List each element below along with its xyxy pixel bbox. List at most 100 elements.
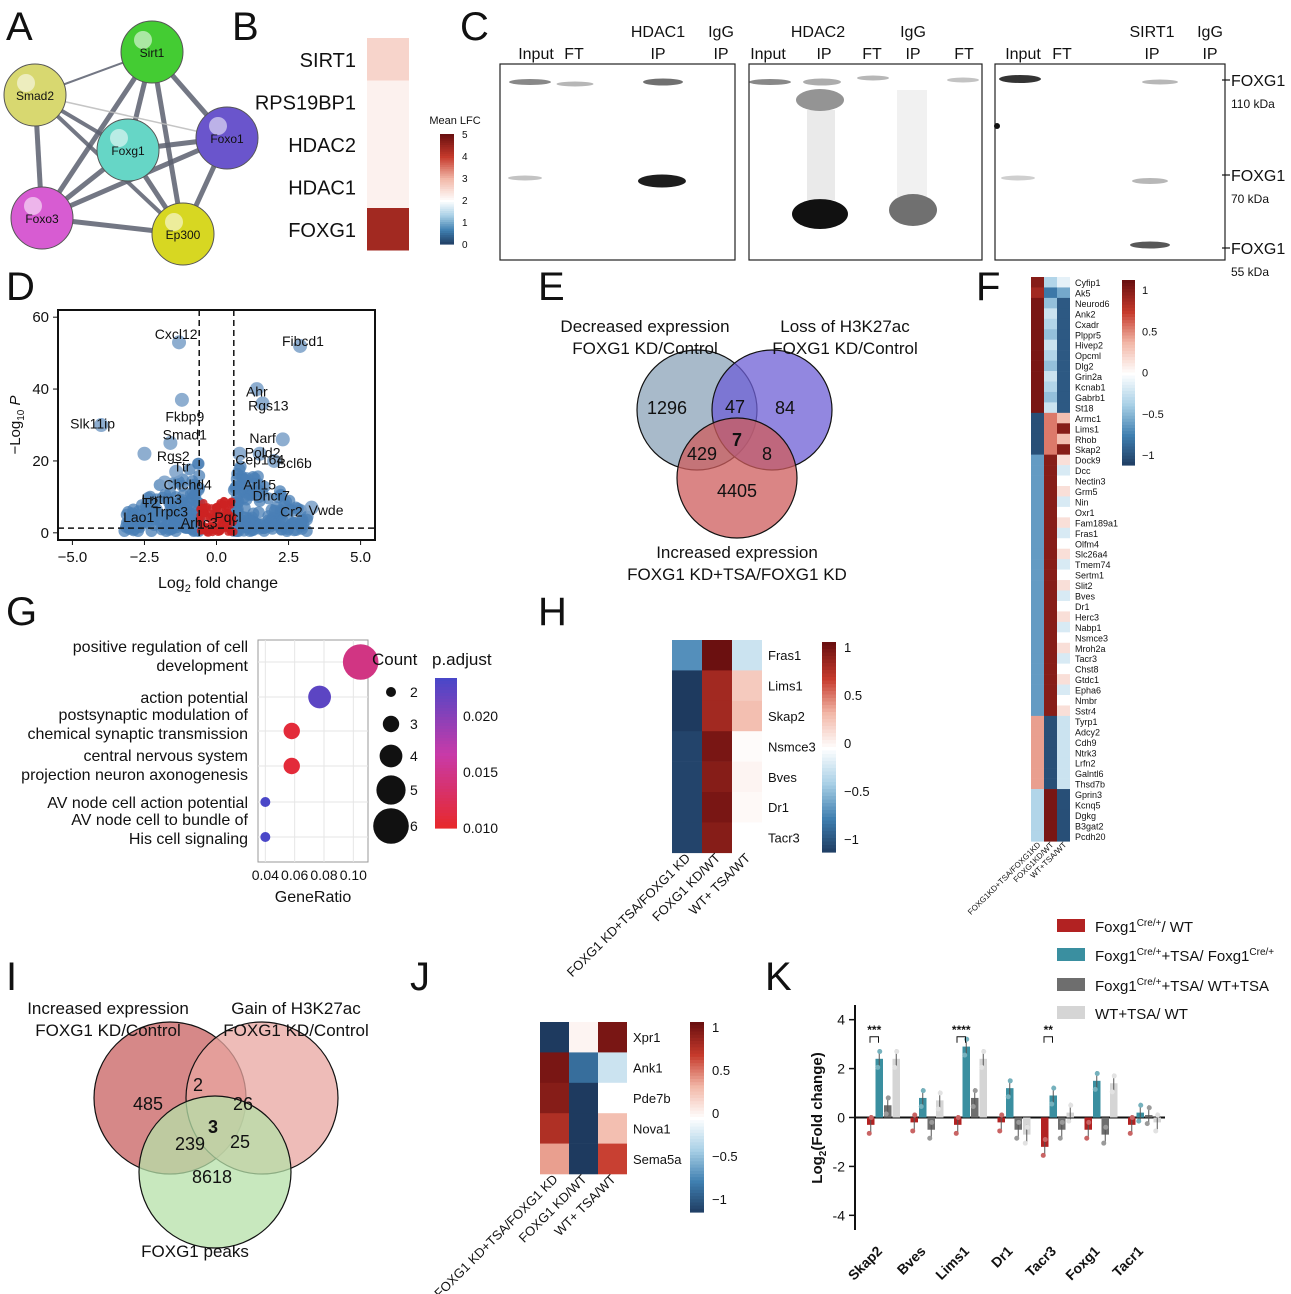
x-tick-label: 0.04 (252, 867, 279, 883)
legend-gradient (1122, 350, 1135, 355)
volcano-point (169, 491, 182, 504)
legend-gradient (1122, 280, 1135, 284)
heat-cell (1057, 820, 1070, 832)
data-point (1111, 1073, 1117, 1079)
heat-row-label: Dlg2 (1075, 362, 1094, 372)
legend-gradient (822, 708, 836, 713)
data-point (1014, 1135, 1020, 1141)
gene-label: Cep164 (235, 452, 284, 468)
heat-row-label: Nabp1 (1075, 623, 1102, 633)
volcano-point-red (214, 517, 223, 526)
volcano-point (280, 525, 293, 538)
heat-cell (598, 1113, 627, 1144)
gene-label: Vwde (308, 502, 343, 518)
legend-gradient (822, 768, 836, 773)
legend-tick: 0 (712, 1106, 719, 1121)
y-tick-label: 2 (837, 1061, 845, 1077)
legend-gradient (690, 1091, 704, 1096)
legend-gradient (435, 786, 457, 790)
legend-gradient (1122, 286, 1135, 290)
heat-row-label: Gprin3 (1075, 790, 1102, 800)
legend-label-rest: / WT (1161, 919, 1193, 936)
heat-cell (702, 700, 732, 732)
legend-gradient (435, 792, 457, 796)
legend-gradient (435, 789, 457, 793)
gene-label: Dhcr7 (253, 487, 291, 503)
heat-cell (1031, 412, 1044, 424)
term-label: projection neuron axonogenesis (21, 767, 248, 784)
blot-label: IgG (1197, 24, 1223, 41)
heat-cell (1031, 371, 1044, 382)
blot-band (889, 194, 937, 226)
gene-label: Cxcl12 (155, 326, 198, 342)
legend-gradient (822, 736, 836, 741)
y-tick-label: -2 (833, 1158, 846, 1174)
heat-cell (1031, 768, 1044, 779)
size-legend-dot (382, 715, 400, 733)
legend-gradient (440, 145, 454, 148)
legend-label: Foxg1Cre/+/ WT (1095, 918, 1193, 936)
venn-set-label: FOXG1 KD/Control (223, 1021, 369, 1040)
heat-cell (540, 1052, 569, 1084)
heat-cell (1044, 768, 1057, 779)
gene-label: Ahr (246, 383, 268, 399)
data-point (866, 1130, 872, 1136)
gene-label: Pold2 (245, 444, 281, 460)
heat-cell (1057, 423, 1070, 435)
legend-gradient (690, 1123, 704, 1128)
legend-gradient (1122, 310, 1135, 315)
legend-tick: −0.5 (844, 784, 870, 799)
legend-gradient (822, 687, 836, 692)
bar (892, 1058, 900, 1118)
volcano-point (253, 484, 266, 497)
heat-cell (732, 792, 762, 823)
legend-gradient (435, 798, 457, 802)
heat-row-label: Fras1 (1075, 529, 1098, 539)
legend-gradient (435, 711, 457, 715)
legend-gradient (435, 726, 457, 730)
size-legend-dot (379, 744, 403, 768)
heat-cell (1044, 559, 1057, 570)
data-point (953, 1130, 959, 1136)
legend-gradient (1122, 335, 1135, 340)
heat-cell (1057, 736, 1070, 748)
data-point (1136, 1118, 1142, 1124)
blot-label: Input (750, 46, 786, 63)
data-point (962, 1052, 968, 1058)
size-legend-dot (386, 687, 396, 697)
data-point (920, 1088, 926, 1094)
legend-tick: 2 (410, 684, 418, 700)
marker-size: 70 kDa (1231, 192, 1269, 206)
legend-gradient (435, 696, 457, 700)
x-tick-label: Lims1 (932, 1243, 972, 1283)
heat-row-label: Ak5 (1075, 288, 1091, 298)
heat-cell (1044, 830, 1057, 842)
heat-cell (540, 1143, 569, 1175)
heat-cell (1057, 674, 1070, 685)
heat-cell (1057, 527, 1070, 539)
volcano-point (234, 460, 247, 473)
network-node-label: Sirt1 (140, 46, 165, 60)
heat-col-label: FOXG1 KD+TSA/FOXG1 KD (564, 850, 693, 979)
heat-row-label: Dock9 (1075, 456, 1101, 466)
heat-row-label: Rhob (1075, 435, 1097, 445)
volcano-point-labeled (174, 392, 189, 407)
heat-row-label: Cdh9 (1075, 738, 1097, 748)
gene-label: Arl15 (243, 477, 276, 493)
legend-tick: 0.5 (712, 1063, 730, 1078)
heat-cell (1044, 736, 1057, 748)
heat-row-label: FOXG1 (288, 220, 356, 242)
heat-cell (1044, 705, 1057, 717)
volcano-point-labeled (163, 435, 178, 450)
legend-gradient (690, 1044, 704, 1048)
volcano-point-labeled (293, 338, 308, 353)
legend-tick: 1 (844, 640, 851, 655)
heat-cell (1044, 538, 1057, 549)
heat-cell (1057, 538, 1070, 549)
legend-gradient (822, 666, 836, 671)
volcano-point-labeled (137, 446, 152, 461)
volcano-point-red (224, 527, 233, 536)
heat-row-label: Kcnq5 (1075, 801, 1101, 811)
legend-gradient (690, 1170, 704, 1175)
